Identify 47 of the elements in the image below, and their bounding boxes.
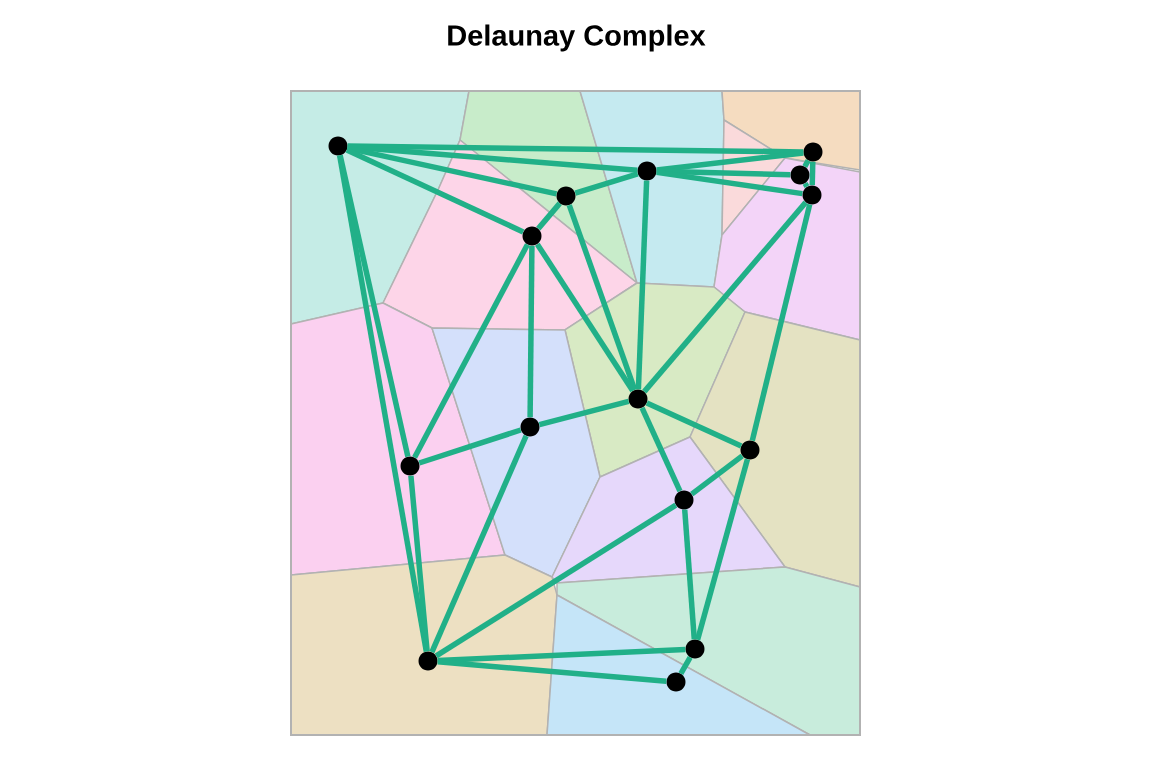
point bbox=[740, 440, 760, 460]
title: Delaunay Complex bbox=[448, 24, 706, 52]
edge-line bbox=[639, 406, 683, 493]
edge-line bbox=[802, 159, 811, 168]
edge-line bbox=[642, 200, 808, 394]
point bbox=[666, 672, 686, 692]
edge-line bbox=[535, 242, 636, 393]
edge-line bbox=[429, 434, 529, 654]
edge-line bbox=[437, 659, 667, 684]
edge-line bbox=[681, 509, 698, 640]
point bbox=[790, 165, 810, 185]
edge-line bbox=[347, 143, 804, 155]
edge-line bbox=[656, 168, 791, 178]
edge-line bbox=[437, 646, 686, 664]
point bbox=[674, 490, 694, 510]
edge-line bbox=[566, 204, 638, 391]
point bbox=[328, 136, 348, 156]
edge-line bbox=[635, 180, 650, 390]
edge-line bbox=[809, 161, 816, 186]
point bbox=[628, 389, 648, 409]
edge-line bbox=[538, 398, 630, 428]
edge-line bbox=[802, 181, 810, 189]
point bbox=[400, 456, 420, 476]
point bbox=[803, 142, 823, 162]
edge-line bbox=[527, 245, 535, 418]
point bbox=[522, 226, 542, 246]
point bbox=[520, 417, 540, 437]
point bbox=[802, 185, 822, 205]
point bbox=[418, 651, 438, 671]
edge-line bbox=[694, 458, 751, 641]
edge-line bbox=[418, 427, 522, 466]
edge-line bbox=[345, 147, 525, 235]
edge-line bbox=[656, 169, 803, 197]
point bbox=[637, 161, 657, 181]
edge-line bbox=[690, 453, 744, 497]
edge-line bbox=[346, 145, 558, 197]
edge-line bbox=[749, 203, 813, 442]
edge-line bbox=[574, 171, 639, 196]
point bbox=[685, 639, 705, 659]
edge-line bbox=[408, 475, 430, 652]
edge-line bbox=[434, 502, 678, 659]
edge-line bbox=[645, 400, 743, 449]
point bbox=[556, 186, 576, 206]
edge-line bbox=[412, 243, 530, 459]
edge-line bbox=[347, 144, 638, 173]
edge-line bbox=[536, 201, 562, 231]
edge-line bbox=[678, 656, 693, 675]
